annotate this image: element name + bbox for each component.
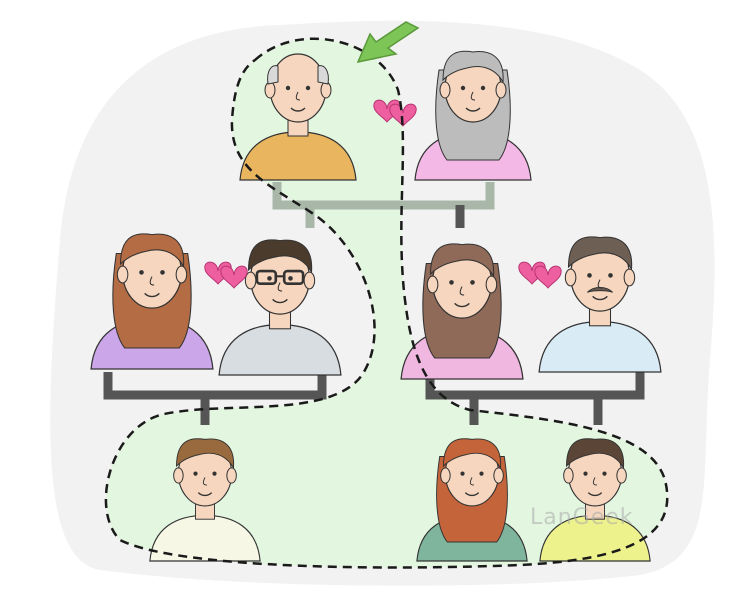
girl-avatar: [416, 438, 528, 562]
dashed-outline: [104, 37, 669, 569]
grandfather-avatar: [239, 53, 357, 181]
connector-line: [272, 182, 495, 210]
arrow-icon: [356, 21, 420, 64]
connector-line: [103, 372, 327, 400]
heart-icon: [373, 99, 417, 127]
boy-avatar: [149, 438, 261, 562]
hearts-layer: [204, 99, 562, 289]
watermark-text: LanGeek: [530, 505, 634, 530]
man-glasses-avatar: [218, 239, 342, 376]
heart-icon: [204, 261, 248, 289]
man-mustache-avatar: [538, 236, 662, 373]
boy-avatar: [539, 438, 651, 562]
woman-avatar: [400, 243, 524, 380]
grandmother-avatar: [414, 50, 532, 181]
woman-avatar: [90, 233, 214, 370]
people-layer: [90, 50, 662, 562]
heart-icon: [518, 261, 562, 289]
highlight-region: [105, 38, 668, 568]
